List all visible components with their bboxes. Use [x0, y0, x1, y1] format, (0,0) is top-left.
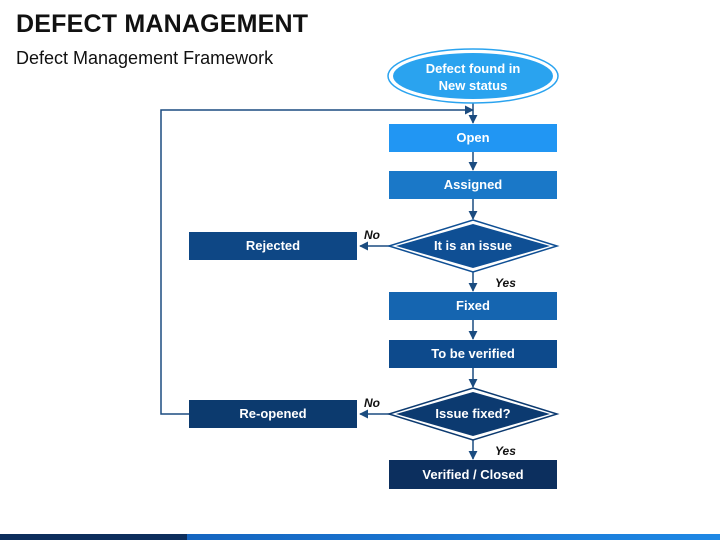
- node-to-be-verified: To be verified: [389, 340, 557, 368]
- node-rejected: Rejected: [189, 232, 357, 260]
- branch-issue-no: No: [364, 228, 380, 242]
- decision-issue-label: It is an issue: [434, 238, 512, 253]
- connectors: [160, 103, 478, 460]
- node-verified-closed: Verified / Closed: [389, 460, 557, 489]
- node-decision-fixed: Issue fixed?: [386, 387, 560, 441]
- verified-closed-label: Verified / Closed: [422, 467, 523, 482]
- branch-fixed-no: No: [364, 396, 380, 410]
- node-open: Open: [389, 124, 557, 152]
- footer-accent-bar: [0, 534, 720, 540]
- branch-issue-yes: Yes: [495, 276, 516, 290]
- start-label-line2: New status: [439, 78, 508, 93]
- rejected-label: Rejected: [246, 238, 300, 253]
- branch-fixed-yes: Yes: [495, 444, 516, 458]
- node-start: Defect found in New status: [387, 48, 559, 104]
- node-fixed: Fixed: [389, 292, 557, 320]
- node-decision-issue: It is an issue: [386, 219, 560, 273]
- assigned-label: Assigned: [444, 177, 503, 192]
- page-title: DEFECT MANAGEMENT: [16, 10, 309, 38]
- fixed-label: Fixed: [456, 298, 490, 313]
- start-label-line1: Defect found in: [426, 61, 521, 76]
- page-subtitle: Defect Management Framework: [16, 48, 274, 68]
- reopened-label: Re-opened: [239, 406, 306, 421]
- to-be-verified-label: To be verified: [431, 346, 515, 361]
- node-reopened: Re-opened: [189, 400, 357, 428]
- connector-reopened-loop: [160, 105, 474, 415]
- open-label: Open: [456, 130, 489, 145]
- start-ellipse: [393, 53, 553, 99]
- decision-fixed-label: Issue fixed?: [435, 406, 510, 421]
- node-assigned: Assigned: [389, 171, 557, 199]
